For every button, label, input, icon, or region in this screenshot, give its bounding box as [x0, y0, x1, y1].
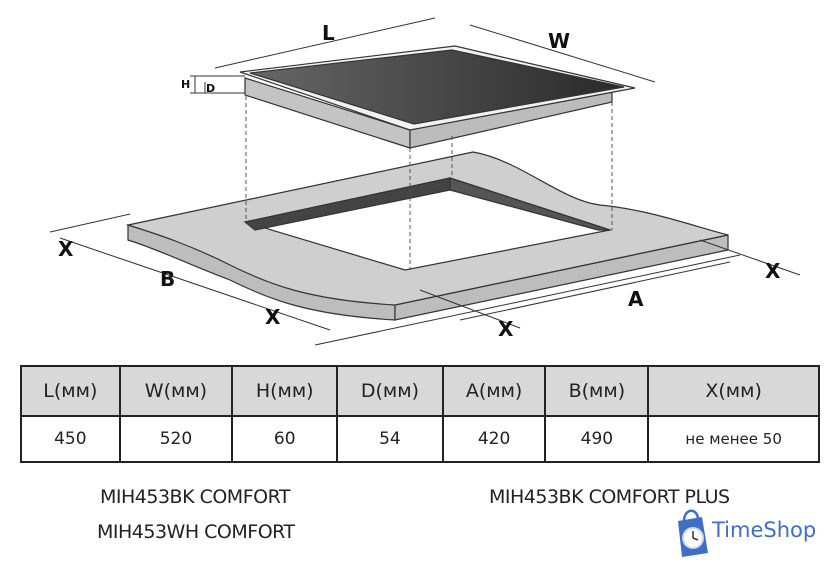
watermark-text: TimeShop [712, 518, 817, 542]
label-X: X [498, 317, 514, 341]
hob [239, 45, 636, 149]
hob-installation-drawing: L W H D X B X X A X [49, 17, 801, 346]
value-cell: 490 [544, 415, 650, 463]
table-header-row: L(мм) W(мм) H(мм) D(мм) A(мм) B(мм) X(мм… [20, 365, 820, 417]
label-X: X [765, 259, 781, 283]
value-cell: 54 [336, 415, 444, 463]
header-cell: H(мм) [231, 365, 339, 417]
header-cell: L(мм) [20, 365, 121, 417]
dimension-labels: L W H D X B X X A X [58, 21, 781, 341]
label-B: B [160, 267, 175, 291]
label-L: L [322, 21, 335, 45]
value-cell: 420 [441, 415, 547, 463]
label-W: W [548, 29, 570, 53]
model-name: MIH453WH COMFORT [97, 521, 295, 543]
value-cell: 60 [231, 415, 339, 463]
header-cell: W(мм) [118, 365, 234, 417]
header-cell: B(мм) [544, 365, 650, 417]
header-cell: X(мм) [647, 365, 820, 417]
timeshop-watermark: TimeShop [672, 505, 832, 560]
table-row: 450 520 60 54 420 490 не менее 50 [20, 415, 820, 463]
label-X: X [58, 237, 74, 261]
value-cell: 520 [118, 415, 234, 463]
header-cell: A(мм) [441, 365, 547, 417]
header-cell: D(мм) [336, 365, 444, 417]
label-D: D [206, 82, 215, 95]
value-cell: не менее 50 [647, 415, 820, 463]
label-H: H [181, 78, 190, 91]
label-X: X [265, 305, 281, 329]
model-name: MIH453BK COMFORT [100, 486, 291, 508]
dimensions-table: L(мм) W(мм) H(мм) D(мм) A(мм) B(мм) X(мм… [20, 365, 820, 463]
value-cell: 450 [20, 415, 121, 463]
countertop [125, 151, 729, 321]
projection-lines [245, 96, 613, 270]
model-name: MIH453BK COMFORT PLUS [489, 486, 730, 504]
shopping-bag-clock-icon [678, 509, 708, 557]
dimension-lines [49, 17, 801, 346]
label-A: A [628, 287, 644, 311]
